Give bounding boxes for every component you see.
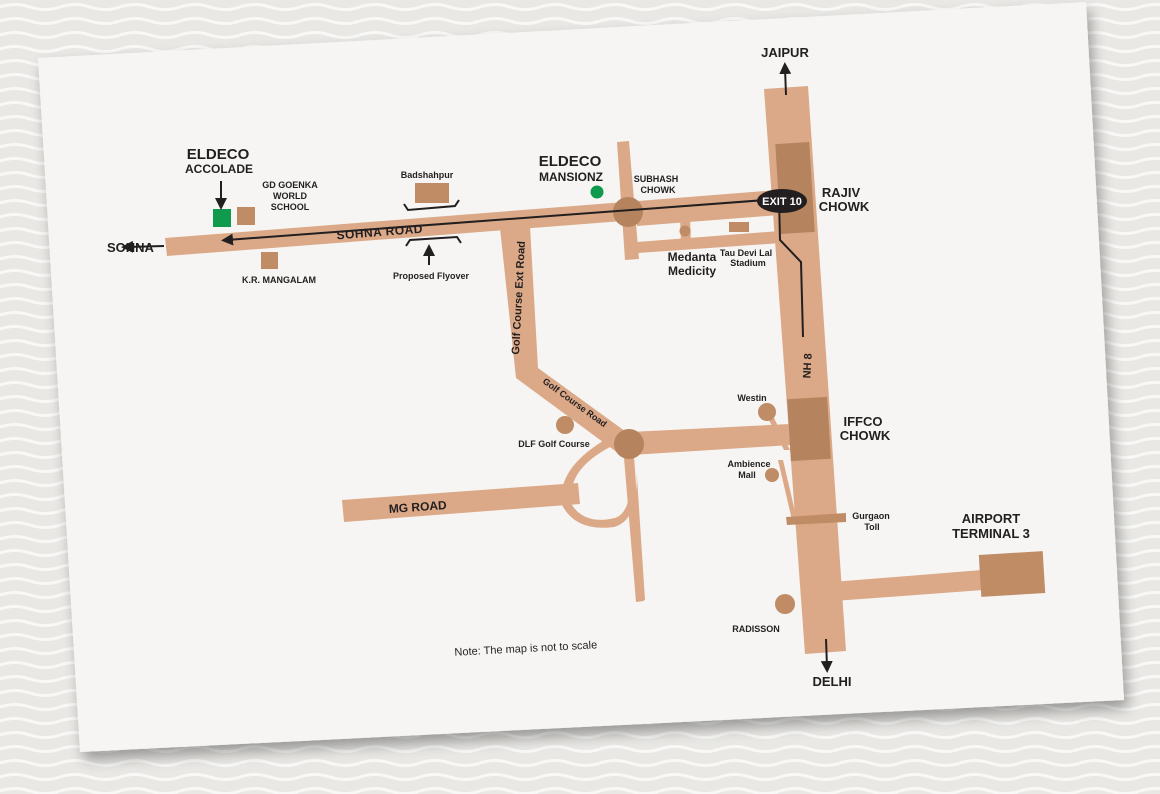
medanta-road-upper [636,203,779,226]
exit-10-label: EXIT 10 [762,196,802,208]
eldeco-mansionz-label-1: ELDECO [539,153,602,170]
eldeco-accolade-marker [213,209,231,227]
sohna-label: SOHNA [107,240,155,255]
westin-road [768,418,790,450]
subhash-chowk-circle [613,197,643,227]
gd-goenka-label-3: SCHOOL [271,202,310,212]
tau-devi-lal-label-2: Stadium [730,258,766,268]
eldeco-accolade-label-1: ELDECO [187,146,250,163]
mg-road-label: MG ROAD [388,498,447,516]
gd-goenka-label-1: GD GOENKA [262,180,318,190]
landmarks [213,183,795,614]
paper-card [38,2,1124,752]
mg-road [342,483,580,522]
kr-mangalam-marker [261,252,278,269]
golf-course-ext-road-label: Golf Course Ext Road [510,241,528,355]
dlf-loop-road [561,438,645,600]
exit-10-badge-bg [757,189,807,213]
kr-mangalam-label: K.R. MANGALAM [242,275,316,285]
dlf-golf-course-marker [556,416,574,434]
westin-label: Westin [737,393,766,403]
route-path [221,197,804,338]
gd-goenka-label-2: WORLD [273,191,307,201]
westin-marker [758,403,776,421]
airport-terminal-block [978,551,1046,597]
sohna-road-label: SOHNA ROAD [336,222,423,243]
sohna-arrow [121,240,165,253]
delhi-arrow [820,638,833,673]
route-lines [121,62,833,673]
airport-label-2: TERMINAL 3 [952,526,1030,541]
nh8-service-road [778,460,797,520]
radisson-label: RADISSON [732,624,780,634]
eldeco-mansionz-marker [590,185,604,199]
medanta-road-lower [637,231,781,253]
delhi-label: DELHI [813,674,852,689]
golf-course-junction-circle [614,429,644,459]
badshahpur-label: Badshahpur [401,170,454,180]
exit-10-badge: EXIT 10 [757,189,807,213]
medanta-label-1: Medanta [668,250,717,264]
nh8-label: NH 8 [801,353,814,379]
medanta-label-2: Medicity [668,264,716,278]
airport-road [832,570,983,601]
gurgaon-toll-bar [786,513,846,525]
ambience-mall-label-1: Ambience [727,459,770,469]
airport-label-1: AIRPORT [962,511,1021,526]
junctions [613,142,1046,597]
ambience-mall-marker [765,468,779,482]
tau-devi-lal-marker [729,222,749,232]
iffco-chowk-label-2: CHOWK [840,428,891,443]
iffco-chowk-block [787,396,831,462]
radisson-marker [775,594,795,614]
gurgaon-toll-label-2: Toll [864,522,879,532]
rajiv-chowk-block [775,142,815,234]
flyover-bracket-bottom [405,235,462,247]
golf-course-to-iffco-road [630,424,791,455]
flyover-bracket-top [403,199,460,212]
subhash-chowk-label-1: SUBHASH [634,174,679,184]
jaipur-label: JAIPUR [761,45,809,60]
medanta-marker [679,225,691,237]
eldeco-accolade-label-2: ACCOLADE [185,162,253,176]
badshahpur-marker [415,183,449,203]
gd-goenka-marker [237,207,255,225]
eldeco-mansionz-label-2: MANSIONZ [539,170,603,184]
ambience-mall-label-2: Mall [738,470,756,480]
jaipur-arrow [779,62,792,96]
dlf-south-road [624,456,644,602]
tau-devi-lal-label-1: Tau Devi Lal [720,248,772,258]
rajiv-chowk-label-1: RAJIV [822,185,861,200]
iffco-chowk-label-1: IFFCO [844,414,883,429]
subhash-chowk-label-2: CHOWK [641,185,676,195]
dlf-golf-course-label: DLF Golf Course [518,439,590,449]
gurgaon-toll-label-1: Gurgaon [852,511,890,521]
proposed-flyover-label: Proposed Flyover [393,271,470,281]
rajiv-chowk-label-2: CHOWK [819,199,870,214]
